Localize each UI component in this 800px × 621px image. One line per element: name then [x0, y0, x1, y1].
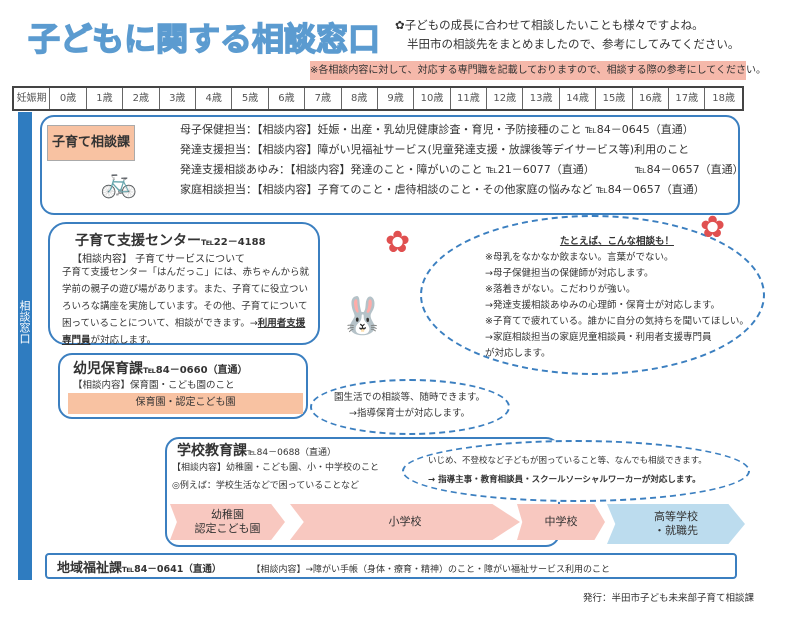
sidebar-bar [18, 112, 32, 580]
age-cell: 18歳 [712, 93, 735, 104]
youji-hoiku-topic: 【相談内容】保育園・こども園のこと [73, 380, 235, 391]
stage-elementary: 小学校 [290, 504, 520, 540]
intro-line: ✿子どもの成長に合わせて相談したいことも様々ですよね。 [395, 18, 704, 32]
kosodate-soudan-box [40, 115, 740, 215]
example-bubble [420, 215, 765, 375]
age-cell: 5歳 [232, 88, 269, 109]
age-cell: 12歳 [487, 88, 524, 109]
gakkou-bubble [402, 440, 750, 502]
age-cell: 9歳 [378, 88, 415, 109]
chiiki-header: 地域福祉課℡84－0641（直通） 【相談内容】→障がい手帳（身体・療育・精神）… [57, 557, 610, 576]
rabbit-illustration-icon: 🐰 [340, 296, 385, 337]
age-cell: 17歳 [669, 88, 706, 109]
gakkou-name: 学校教育課 [177, 443, 247, 459]
shien-center-name: 子育て支援センター [75, 233, 201, 249]
shien-center-body: 子育て支援センター「はんだっこ」には、赤ちゃんから就学前の親子の遊び場があります… [62, 264, 314, 349]
kosodate-soudan-lines: 母子保健担当：【相談内容】妊娠・出産・乳幼児健康診査・育児・予防接種のこと ℡8… [180, 120, 744, 200]
contact-line: 家庭相談担当：【相談内容】子育てのこと・虐待相談のこと・その他家庭の悩みなど ℡… [180, 183, 705, 196]
age-cell: 2歳 [123, 88, 160, 109]
example-heading: たとえば、こんな相談も！ [559, 236, 674, 247]
bubble-line: →指導保育士が対応します。 [349, 408, 471, 419]
contact-line: 発達支援相談あゆみ：【相談内容】発達のこと・障がいのこと ℡21－6077（直通… [180, 160, 744, 180]
youji-hoiku-bar: 保育園・認定こども園 [68, 393, 303, 414]
chiiki-box [45, 553, 737, 579]
age-cell: 6歳 [269, 88, 306, 109]
age-cell: 4歳 [196, 88, 233, 109]
example-line: →家庭相談担当の家庭児童相談員・利用者支援専門員 [485, 332, 712, 343]
intro-text: ✿子どもの成長に合わせて相談したいことも様々ですよね。 半田市の相談先をまとめま… [395, 16, 739, 54]
gakkou-bubble-text: いじめ、不登校など子どもが困っていること等、なんでも相談できます。 → 指導主事… [428, 452, 707, 490]
age-cell: 7歳 [305, 88, 342, 109]
gakkou-example: ◎例えば：学校生活などで困っていることなど [172, 481, 359, 491]
stage-high-school: 高等学校 ・就職先 [607, 504, 745, 544]
youji-hoiku-name: 幼児保育課 [73, 361, 143, 377]
flower-icon: ✿ [385, 225, 411, 260]
gakkou-header: 学校教育課℡84－0688（直通） [177, 440, 336, 460]
shien-center-box [48, 222, 320, 345]
example-line: →発達支援相談あゆみの心理師・保育士が対応します。 [485, 300, 721, 311]
hoiku-bubble [310, 379, 510, 435]
bubble-line: → 指導主事・教育相談員・スクールソーシャルワーカーが対応します。 [428, 475, 701, 485]
kosodate-soudan-label: 子育て相談課 [47, 125, 135, 161]
example-line: →母子保健担当の保健師が対応します。 [485, 268, 654, 279]
shien-center-tel: ℡22－4188 [201, 237, 266, 248]
shien-center-header: 子育て支援センター℡22－4188 [75, 230, 266, 250]
age-cell: 0歳 [50, 88, 87, 109]
example-line: ※子育てで疲れている。誰かに自分の気持ちを聞いてほしい。 [485, 316, 749, 327]
age-cell: 11歳 [451, 88, 488, 109]
staff-suffix: が対応します。 [90, 335, 157, 346]
chiiki-topic: 【相談内容】→障がい手帳（身体・療育・精神）のこと・障がい福祉サービス利用のこと [251, 565, 610, 575]
tel-extra: ℡84－0657（直通） [634, 163, 744, 176]
flower-icon: ✿ [700, 210, 726, 245]
staff-name: 利用者支援専門員 [62, 318, 306, 346]
intro-line: 半田市の相談先をまとめましたので、参考にしてみてください。 [407, 37, 740, 51]
example-line: が対応します。 [485, 348, 551, 359]
age-cell: 16歳 [633, 88, 670, 109]
bubble-line: いじめ、不登校など子どもが困っていること等、なんでも相談できます。 [428, 456, 707, 466]
age-cell: 妊娠期 [14, 88, 51, 109]
gakkou-topic: 【相談内容】幼稚園・こども園、小・中学校のこと [172, 463, 380, 473]
contact-text: 発達支援相談あゆみ：【相談内容】発達のこと・障がいのこと ℡21－6077（直通… [180, 163, 595, 176]
footer-publisher: 発行：半田市子ども未来部子育て相談課 [583, 593, 755, 604]
youji-hoiku-tel: ℡84－0660（直通） [143, 365, 248, 376]
example-line: ※落着きがない。こだわりが強い。 [485, 284, 636, 295]
arrow: → [249, 318, 258, 329]
stage-junior-high: 中学校 [517, 504, 605, 540]
bubble-line: 園生活での相談等、随時できます。 [334, 392, 486, 403]
shien-center-body-text: 子育て支援センター「はんだっこ」には、赤ちゃんから就学前の親子の遊び場があります… [62, 267, 310, 329]
youji-hoiku-header: 幼児保育課℡84－0660（直通） [73, 358, 248, 378]
age-cell: 14歳 [560, 88, 597, 109]
age-cell: 3歳 [160, 88, 196, 109]
example-line: ※母乳をなかなか飲まない。言葉がでない。 [485, 252, 674, 263]
sidebar-label: 相談窓口 [18, 300, 31, 344]
reference-note: ※各相談内容に対して、対応する専門職を記載しておりますので、相談する際の参考にし… [310, 61, 766, 80]
example-bubble-text: たとえば、こんな相談も！ ※母乳をなかなか飲まない。言葉がでない。 →母子保健担… [485, 234, 749, 362]
age-cell: 1歳 [87, 88, 124, 109]
age-cell: 15歳 [596, 88, 633, 109]
hoiku-bubble-text: 園生活での相談等、随時できます。 →指導保育士が対応します。 [334, 390, 485, 422]
contact-line: 発達支援担当：【相談内容】障がい児福祉サービス(児童発達支援・放課後等デイサービ… [180, 143, 690, 156]
contact-line: 母子保健担当：【相談内容】妊娠・出産・乳幼児健康診査・育児・予防接種のこと ℡8… [180, 123, 694, 136]
page-title: 子どもに関する相談窓口 [27, 19, 381, 59]
cyclist-illustration-icon: 🚲 [100, 165, 138, 200]
stage-kindergarten: 幼稚園 認定こども園 [170, 504, 285, 540]
chiiki-tel: ℡84－0641（直通） [122, 564, 222, 575]
gakkou-tel: ℡84－0688（直通） [247, 448, 337, 458]
age-cell: 10歳 [414, 88, 451, 109]
chiiki-name: 地域福祉課 [57, 561, 123, 576]
age-cell: 13歳 [523, 88, 560, 109]
age-cell: 8歳 [342, 88, 378, 109]
shien-center-topic: 【相談内容】 子育てサービスについて [72, 254, 245, 265]
